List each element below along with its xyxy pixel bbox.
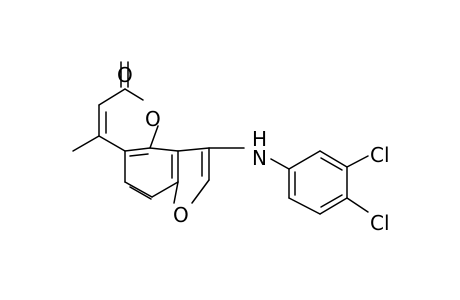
bond-c4a-c8a: [124, 147, 151, 152]
bond-c9a-c9: [177, 147, 210, 152]
atom-amine-nitrogen: N: [252, 146, 267, 170]
bond-n-c1p: [270, 158, 290, 170]
bond-c4-c4a: [98, 135, 126, 152]
bonds: [72, 61, 369, 215]
bond-c2-c3: [98, 88, 126, 106]
bond-c2p-c3p: [319, 150, 348, 168]
bond-c5-c6-double: [129, 186, 152, 200]
bond-o1-c8a: [149, 125, 159, 149]
atom-chlorine-1: Cl: [370, 143, 390, 167]
atom-ring-oxygen: O: [145, 107, 161, 131]
bond-c6-c6a: [151, 181, 179, 198]
bond-c5p-c6p: [288, 197, 321, 215]
bond-c8a-c4a-inner: [129, 153, 149, 157]
bond-c4p-cl: [346, 197, 369, 213]
atom-amine-hydrogen: H: [252, 127, 267, 151]
bond-c2p-c3p-inner: [320, 157, 343, 171]
bond-c8-o7: [191, 179, 210, 204]
bond-c4p-c5p-inner: [320, 194, 343, 208]
bond-c3p-cl: [346, 155, 369, 168]
atom-carbonyl-oxygen: O: [117, 63, 133, 87]
atom-labels: O O O H N Cl Cl: [117, 63, 390, 235]
bond-c9a-c8a: [149, 147, 179, 152]
bond-c4-methyl: [72, 135, 100, 152]
bond-c5-c6: [124, 181, 153, 198]
atom-furan-oxygen: O: [173, 203, 189, 227]
bond-o7-c6a: [173, 181, 179, 204]
bond-c4p-c5p: [319, 197, 348, 215]
bond-c1p-c2p: [288, 150, 321, 170]
atom-chlorine-2: Cl: [370, 211, 390, 235]
bond-c2-o1: [124, 88, 144, 101]
